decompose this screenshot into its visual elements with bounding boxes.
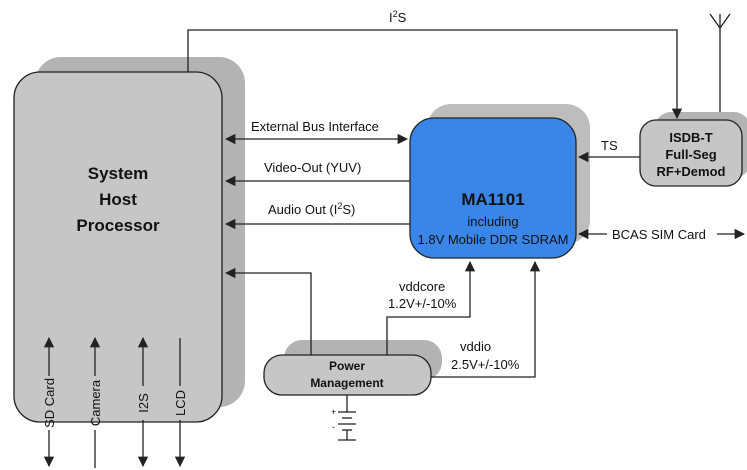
ma1101-memory-label: 1.8V Mobile DDR SDRAM xyxy=(418,232,569,247)
host-processor-title-line3: Processor xyxy=(76,216,160,235)
port-sd-card: SD Card xyxy=(42,336,57,468)
port-i2s: I2S xyxy=(136,336,151,468)
bcas-connection: BCAS SIM Card xyxy=(577,227,746,242)
power-management-block: Power Management xyxy=(263,340,442,396)
top-i2s-bus: I2S xyxy=(187,9,683,120)
vddio-connection: vddio 2.5V+/-10% xyxy=(431,260,541,378)
bcas-label: BCAS SIM Card xyxy=(612,227,706,242)
battery-plus-label: + xyxy=(331,407,336,417)
isdb-tuner-box xyxy=(639,119,743,187)
power-to-host-line xyxy=(224,267,312,355)
vddcore-connection: vddcore 1.2V+/-10% xyxy=(386,260,476,355)
top-i2s-label: I2S xyxy=(389,9,407,25)
isdb-tuner-block: ISDB-T Full-Seg RF+Demod xyxy=(639,112,747,187)
video-out-label: Video-Out (YUV) xyxy=(264,160,361,175)
port-sd-card-label: SD Card xyxy=(42,378,57,428)
isdb-tuner-line1: ISDB-T xyxy=(669,130,712,145)
ts-connection: TS xyxy=(577,138,640,163)
port-camera-label: Camera xyxy=(88,379,103,426)
ts-label: TS xyxy=(601,138,618,153)
port-i2s-label: I2S xyxy=(136,393,151,413)
vddcore-label: vddcore xyxy=(399,279,445,294)
port-lcd-label: LCD xyxy=(173,390,188,416)
video-out-connection: Video-Out (YUV) xyxy=(224,160,410,187)
external-bus-label: External Bus Interface xyxy=(251,119,379,134)
vddcore-value: 1.2V+/-10% xyxy=(388,296,457,311)
host-processor-block: System Host Processor xyxy=(13,57,245,423)
host-processor-title-line2: Host xyxy=(99,190,137,209)
ma1101-box xyxy=(409,117,577,259)
isdb-tuner-line3: RF+Demod xyxy=(657,164,726,179)
battery-minus-label: - xyxy=(332,422,335,432)
battery-icon: + - xyxy=(331,395,356,441)
audio-out-connection: Audio Out (I2S) xyxy=(224,201,410,230)
vddio-label: vddio xyxy=(460,339,491,354)
power-management-line2: Management xyxy=(310,376,383,390)
audio-out-label: Audio Out (I2S) xyxy=(268,201,355,217)
antenna-icon xyxy=(709,13,731,112)
host-processor-title-line1: System xyxy=(88,164,148,183)
ma1101-block: MA1101 including 1.8V Mobile DDR SDRAM xyxy=(409,104,590,259)
port-lcd: LCD xyxy=(173,338,188,468)
host-processor-box xyxy=(13,71,223,423)
port-camera: Camera xyxy=(88,336,103,468)
external-bus-connection: External Bus Interface xyxy=(224,119,409,145)
power-management-line1: Power xyxy=(329,359,365,373)
vddio-value: 2.5V+/-10% xyxy=(451,357,520,372)
ma1101-title: MA1101 xyxy=(461,190,524,209)
isdb-tuner-line2: Full-Seg xyxy=(665,147,716,162)
ma1101-subtitle: including xyxy=(467,214,518,229)
